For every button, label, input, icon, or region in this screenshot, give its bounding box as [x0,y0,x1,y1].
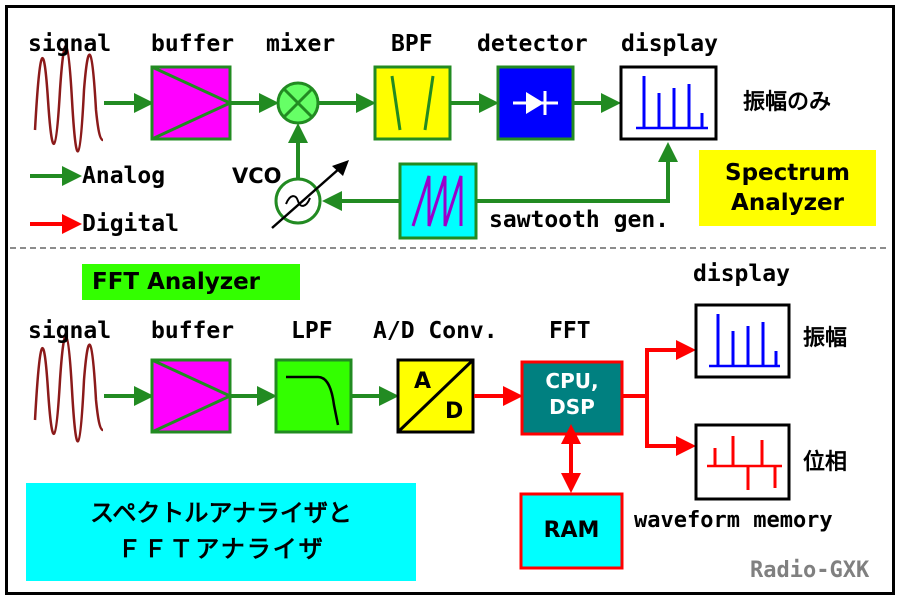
fft-analyzer-tag: FFT Analyzer [82,264,300,300]
adc-a-label: A [414,369,432,394]
sawtooth-to-display-wire [476,142,678,203]
bottom-buffer-label: buffer [151,318,235,344]
phase-label: 位相 [803,450,848,475]
mixer-block [276,81,320,125]
cpu-to-phase-display-wire [645,396,696,456]
spectrum-analyzer-tag: Spectrum Analyzer [699,150,876,226]
top-buffer-label: buffer [151,31,235,57]
adc-d-label: D [445,399,464,424]
bpf-block [373,65,452,141]
spectrum-tag-line2: Analyzer [731,190,844,216]
mixer-label: mixer [266,31,336,57]
cpu-label-line2: DSP [549,395,595,419]
spectrum-tag-line1: Spectrum [725,160,850,186]
fft-label: FFT [549,318,591,344]
phase-display-block [694,423,791,501]
caption-line1: スペクトルアナライザと [90,499,352,527]
diagram-frame [5,5,895,595]
legend-digital-label: Digital [82,211,179,237]
cpu-block [520,360,624,436]
amplitude-display-block [694,303,791,379]
adc-label: A/D Conv. [373,318,498,344]
cpu-label: CPU, DSP [522,368,622,420]
bottom-signal-label: signal [28,318,112,344]
sawtooth-block [398,162,478,240]
vco-block [271,160,349,229]
sawtooth-label: sawtooth gen. [489,207,670,233]
detector-block [496,65,575,141]
legend-analog-label: Analog [82,163,166,189]
lpf-block [274,358,353,434]
vco-label: VCO [232,164,282,188]
bottom-buffer-block [150,358,232,434]
adc-block [396,358,475,434]
lpf-label: LPF [291,318,333,344]
bpf-label: BPF [391,31,433,57]
amplitude-label: 振幅 [803,326,848,351]
ram-block [519,492,624,570]
top-display-label: display [621,31,718,57]
top-buffer-block [150,65,232,141]
amplitude-only-label: 振幅のみ [743,90,832,115]
top-display-block [619,65,718,141]
detector-label: detector [477,31,588,57]
cpu-to-amplitude-display-wire [623,340,696,398]
bottom-display-label: display [693,261,790,287]
cpu-label-line1: CPU, [545,369,599,393]
ram-label: RAM [543,518,600,543]
bottom-signal-waveform [33,335,104,443]
top-signal-waveform [33,45,104,153]
caption-box: スペクトルアナライザと ＦＦＴアナライザ [26,483,416,581]
caption-line2: ＦＦＴアナライザ [117,535,325,563]
credit-label: Radio-GXK [750,558,870,583]
waveform-memory-label: waveform memory [634,508,833,533]
top-signal-label: signal [28,31,112,57]
